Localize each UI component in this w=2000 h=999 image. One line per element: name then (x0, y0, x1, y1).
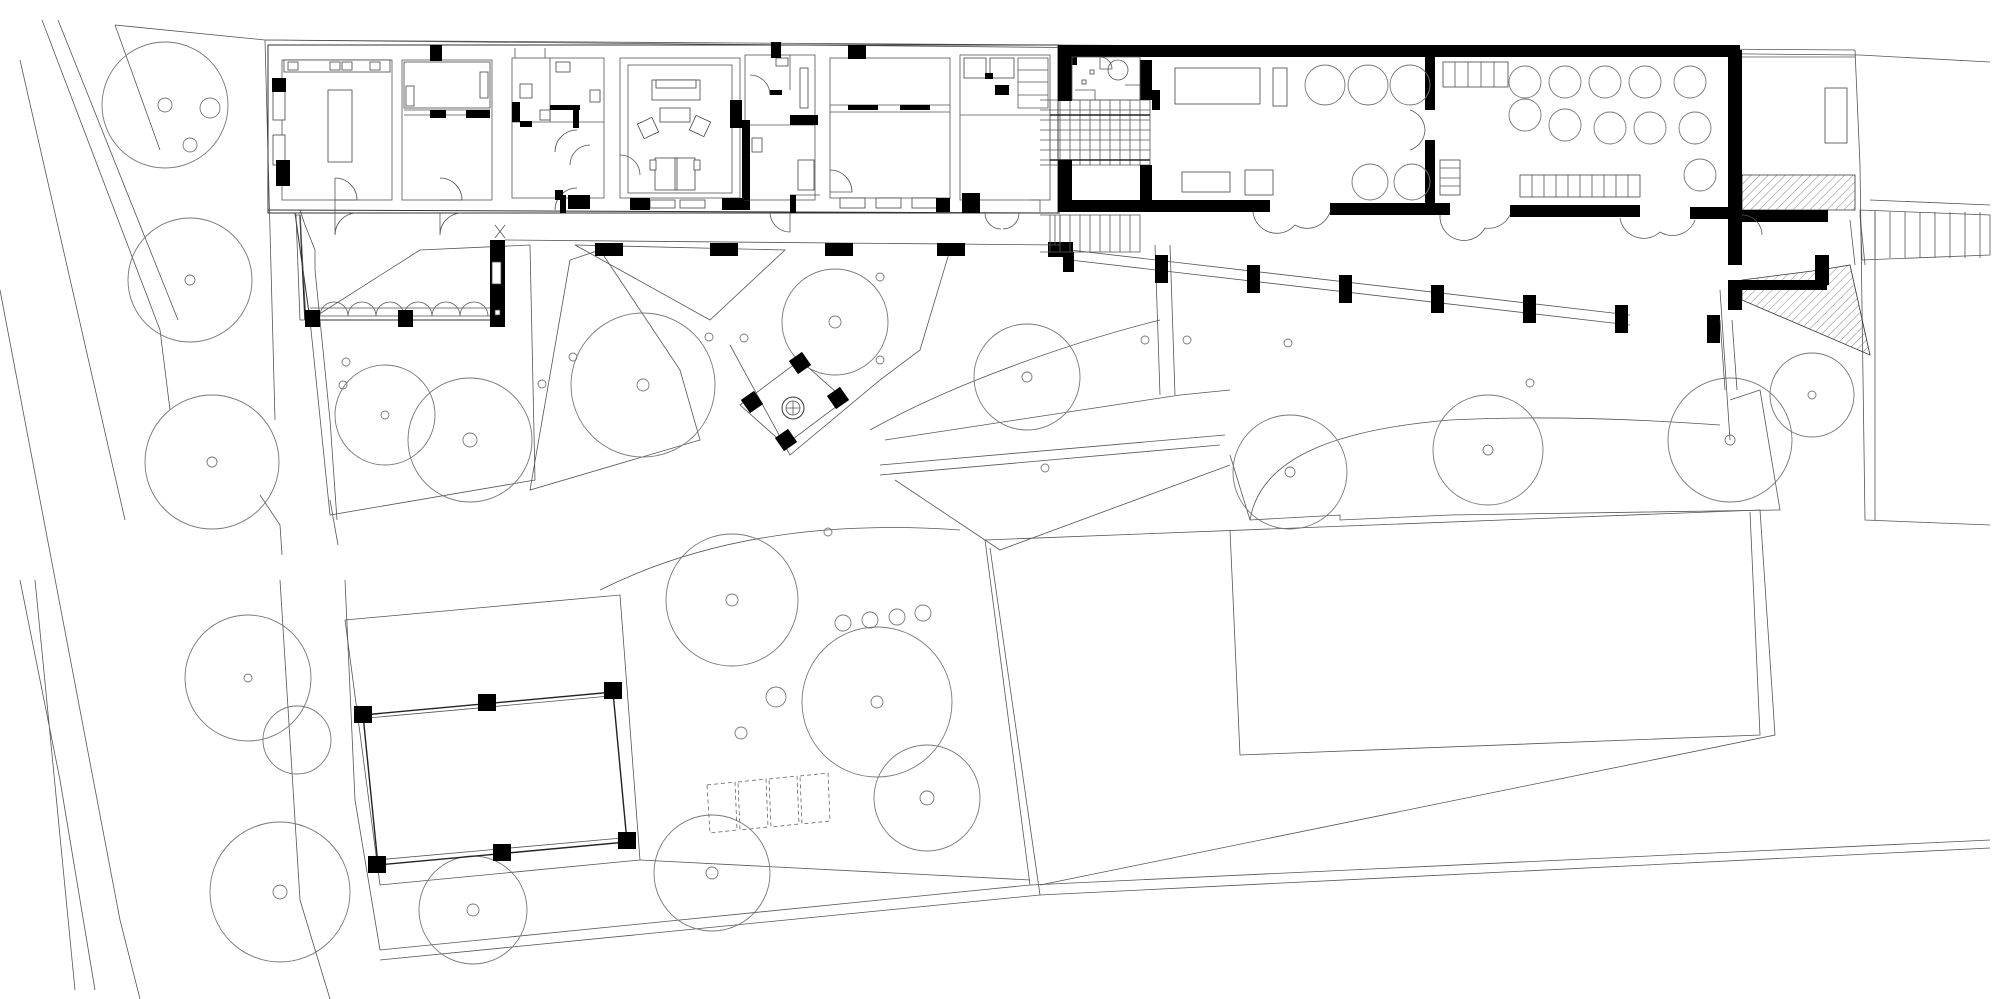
tree (1232, 414, 1348, 530)
tree (665, 533, 799, 667)
tree (334, 364, 436, 466)
tree (1432, 394, 1544, 506)
room-5 (742, 42, 820, 233)
trees (101, 41, 1855, 965)
tree (781, 268, 889, 376)
tree (653, 814, 771, 932)
tree (873, 744, 981, 852)
room-6 (829, 57, 951, 209)
colonnade (1048, 215, 1720, 343)
living-room (619, 57, 741, 209)
room-2 (401, 59, 493, 236)
tree (1667, 377, 1793, 503)
garden-beds (309, 244, 1781, 896)
garden-pavilion (354, 682, 831, 873)
site-boundaries (0, 19, 1991, 999)
tree (209, 821, 351, 963)
bathroom-room (511, 48, 605, 213)
tree (973, 323, 1081, 431)
staircase (1040, 99, 1151, 253)
tree (570, 312, 716, 458)
tree (127, 217, 253, 343)
tree (101, 41, 229, 169)
building-west-wing (267, 42, 1072, 236)
building-main-hall (1040, 45, 1991, 391)
tree (1769, 352, 1855, 438)
courtyard (294, 212, 1061, 327)
entrance-room (959, 54, 1051, 230)
kitchen-room (272, 59, 393, 236)
tree (144, 394, 280, 530)
fountain (739, 351, 850, 452)
tree (184, 614, 312, 742)
tree (801, 626, 953, 778)
tree (407, 377, 533, 503)
